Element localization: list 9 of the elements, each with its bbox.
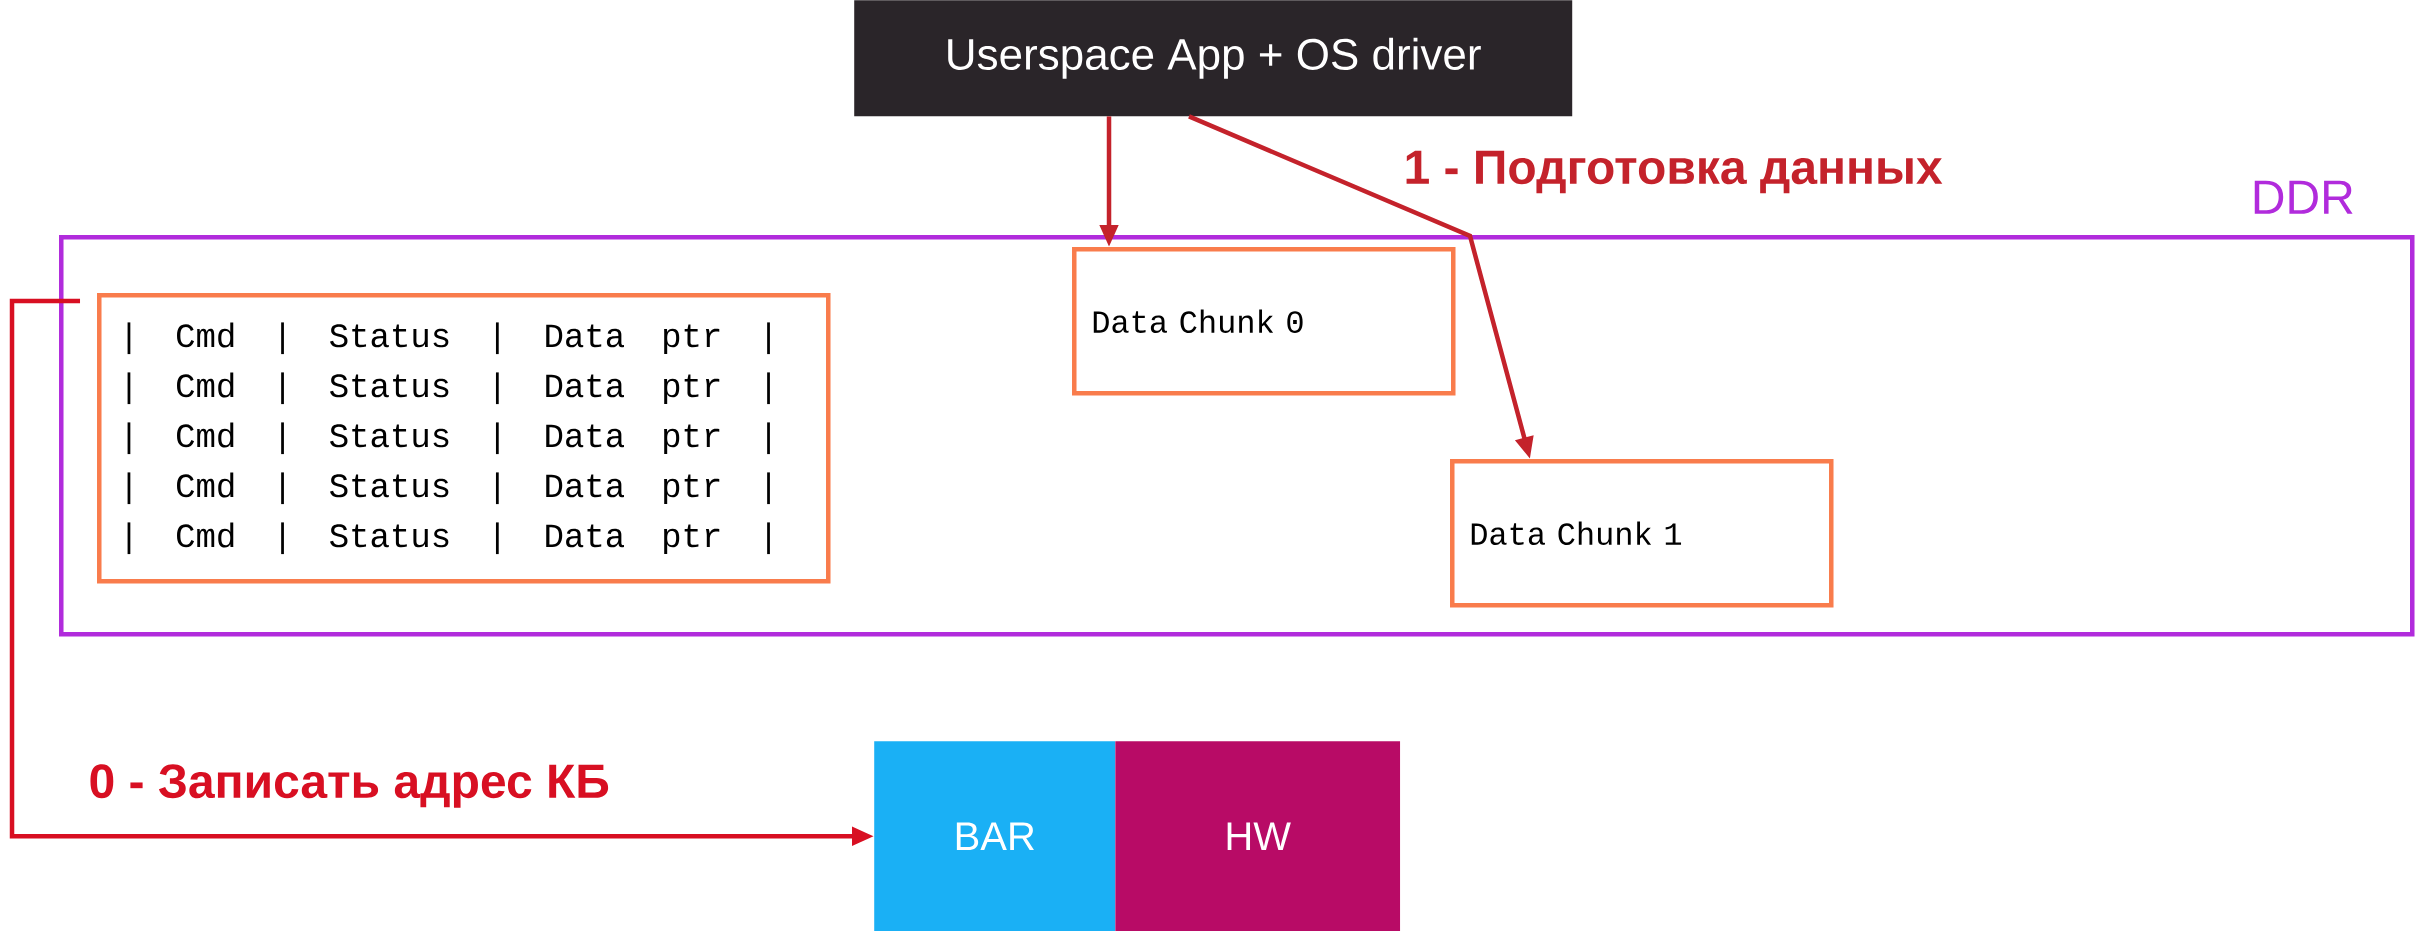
command-table-box: | Cmd | Status | Data ptr | | Cmd | Status | Data ptr | | Cmd | Status | Data ptr | | Cmd | Status | Data ptr | | Cmd | Status | Data ptr |: [97, 293, 831, 584]
data-chunk-box: Data Chunk 1: [1450, 459, 1834, 608]
bar-block: BAR: [874, 741, 1116, 931]
node-label: DDR: [2254, 180, 2353, 214]
edge-label: 0 - Записать адрес КБ: [90, 764, 609, 808]
step-label: 1 - Подготовка данных: [1406, 150, 1943, 194]
data-chunk-box: Data Chunk 0: [1072, 247, 1456, 396]
app-box: Userspace App + OS driver: [854, 0, 1573, 117]
hw-block: HW: [1115, 741, 1401, 931]
